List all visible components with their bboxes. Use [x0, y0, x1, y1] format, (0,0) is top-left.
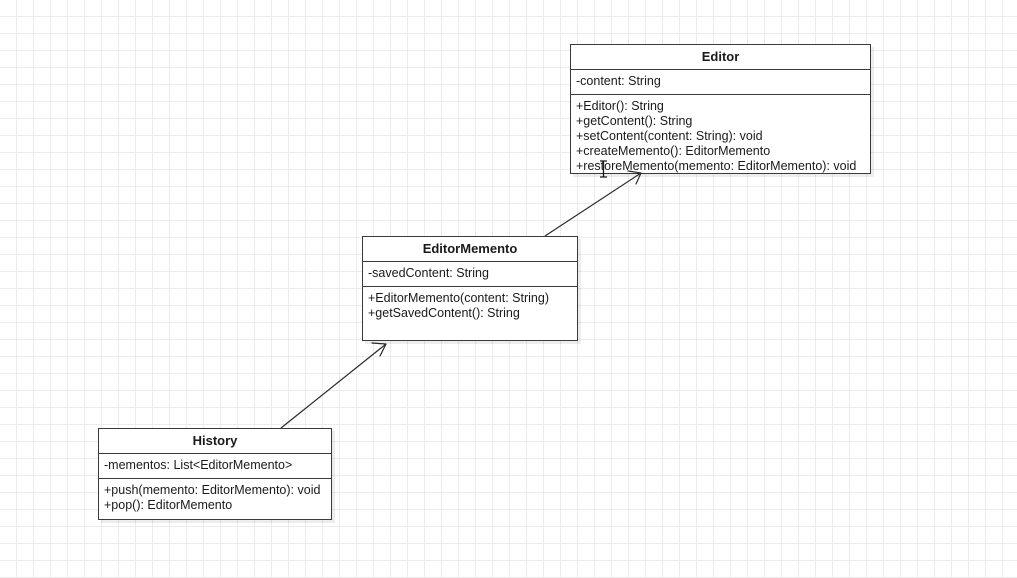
uml-operations-compartment: +EditorMemento(content: String) +getSave…	[363, 287, 577, 347]
uml-operation: +getContent(): String	[576, 114, 693, 128]
uml-class-title: History	[99, 429, 331, 454]
uml-attribute: -mementos: List<EditorMemento>	[104, 458, 293, 472]
uml-operations-compartment: +push(memento: EditorMemento): void +pop…	[99, 479, 331, 526]
uml-attribute: -content: String	[576, 74, 661, 88]
uml-operation: +EditorMemento(content: String)	[368, 291, 549, 305]
uml-operation: +Editor(): String	[576, 99, 664, 113]
uml-attributes-compartment: -content: String	[571, 70, 870, 95]
uml-operation: +createMemento(): EditorMemento	[576, 144, 771, 158]
uml-attributes-compartment: -mementos: List<EditorMemento>	[99, 454, 331, 479]
uml-operation: +restoreMemento(memento: EditorMemento):…	[576, 159, 857, 173]
uml-operation: +push(memento: EditorMemento): void	[104, 483, 321, 497]
connector-line	[544, 172, 642, 237]
uml-class-editormemento[interactable]: EditorMemento -savedContent: String +Edi…	[362, 236, 578, 341]
uml-class-editor[interactable]: Editor -content: String +Editor(): Strin…	[570, 44, 871, 174]
uml-class-history[interactable]: History -mementos: List<EditorMemento> +…	[98, 428, 332, 520]
uml-attributes-compartment: -savedContent: String	[363, 262, 577, 287]
connector-history-to-memento[interactable]	[280, 342, 387, 429]
uml-class-title: EditorMemento	[363, 237, 577, 262]
uml-operation: +setContent(content: String): void	[576, 129, 763, 143]
connector-memento-to-editor[interactable]	[544, 170, 642, 237]
uml-attribute: -savedContent: String	[368, 266, 489, 280]
uml-operation: +getSavedContent(): String	[368, 306, 520, 320]
uml-class-title: Editor	[571, 45, 870, 70]
connector-line	[280, 343, 387, 429]
uml-operation: +pop(): EditorMemento	[104, 498, 233, 512]
uml-operations-compartment: +Editor(): String +getContent(): String …	[571, 95, 870, 180]
